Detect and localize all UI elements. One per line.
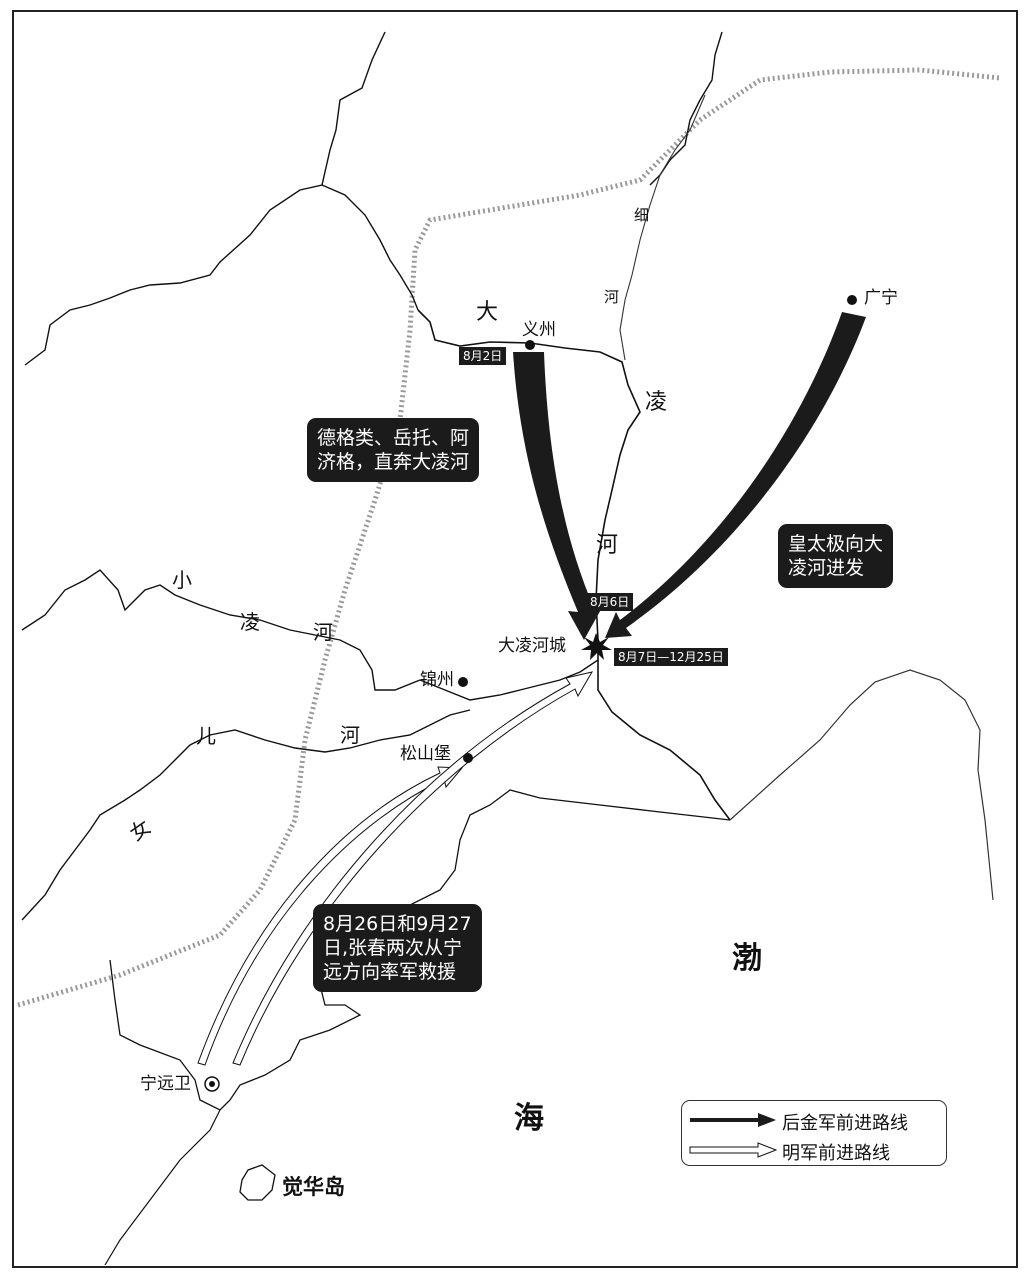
guangning-label: 广宁 <box>864 288 898 308</box>
note-degelei: 德格类、岳托、阿 济格，直奔大凌河 <box>307 418 480 482</box>
xiaoling-river <box>21 569 599 701</box>
xiaoling-river-label-2: 凌 <box>240 610 260 634</box>
ming-arrow-1 <box>197 766 464 1066</box>
songshanbao-label: 松山堡 <box>400 744 451 764</box>
note-huangtaiji-line2: 凌河进发 <box>788 557 865 579</box>
legend-ming-arrow-icon <box>689 1142 778 1158</box>
xiaoling-river-label-1: 小 <box>172 568 192 592</box>
sea-label-hai: 海 <box>514 1101 544 1136</box>
legend-jin-label: 后金军前进路线 <box>782 1113 908 1134</box>
xi-river <box>619 94 706 361</box>
ningyuanwei-marker <box>204 1076 220 1092</box>
legend-row-ming: 明军前进路线 <box>682 1135 946 1164</box>
nver-river <box>21 709 471 921</box>
coastline <box>729 669 994 901</box>
ningyuanwei-label: 宁远卫 <box>140 1074 191 1094</box>
date-tag-siege: 8月7日—12月25日 <box>614 648 728 666</box>
jin-arrow-guangning <box>605 312 866 638</box>
battle-burst-icon <box>581 633 612 660</box>
note-zhangchun-line1: 8月26日和9月27 <box>323 913 472 935</box>
note-huangtaiji-line1: 皇太极向大 <box>788 533 884 555</box>
nver-river-label-2: 儿 <box>196 724 216 748</box>
xiaoling-river-label-3: 河 <box>313 620 333 644</box>
jinzhou-dot <box>458 677 468 687</box>
date-tag-aug2: 8月2日 <box>459 347 507 365</box>
xi-river-label-2: 河 <box>604 288 620 306</box>
note-degelei-line1: 德格类、岳托、阿 <box>317 427 470 449</box>
legend-ming-label: 明军前进路线 <box>782 1143 890 1164</box>
date-tag-aug6: 8月6日 <box>586 593 634 611</box>
sea-label-bo: 渤 <box>732 941 762 976</box>
juehua-island <box>239 1164 276 1201</box>
yizhou-dot <box>525 340 535 350</box>
boundary-line <box>24 31 386 366</box>
daling-river-label-3: 河 <box>596 533 619 558</box>
daling-river-label-2: 凌 <box>645 390 668 415</box>
daling-river-label-1: 大 <box>476 300 499 325</box>
legend-row-jin: 后金军前进路线 <box>682 1105 946 1134</box>
guangning-dot <box>847 295 857 305</box>
yizhou-label: 义州 <box>522 320 556 340</box>
note-huangtaiji: 皇太极向大 凌河进发 <box>778 524 894 588</box>
legend: 后金军前进路线 明军前进路线 <box>681 1100 947 1166</box>
ming-arrow-2 <box>232 671 594 1066</box>
daling-river <box>417 309 731 821</box>
note-zhangchun-line2: 日,张春两次从宁 <box>323 937 463 959</box>
xi-river-label-1: 细 <box>634 206 650 224</box>
ningyuanwei-marker-inner <box>209 1081 215 1087</box>
nver-river-label-3: 河 <box>340 723 360 747</box>
note-zhangchun: 8月26日和9月27 日,张春两次从宁 远方向率军救援 <box>313 904 482 992</box>
boundary-line <box>649 31 723 186</box>
songshanbao-dot <box>463 753 473 763</box>
note-zhangchun-line3: 远方向率军救援 <box>323 961 457 983</box>
coastline <box>109 789 731 1111</box>
jin-arrow-yizhou <box>513 352 604 640</box>
juehuadao-label: 觉华岛 <box>282 1174 345 1199</box>
jinzhou-label: 锦州 <box>420 670 454 690</box>
coastline <box>104 1109 221 1266</box>
great-wall-line <box>17 67 1001 1008</box>
dalinghecheng-label: 大凌河城 <box>498 636 566 656</box>
boundary-line <box>321 184 419 311</box>
note-degelei-line2: 济格，直奔大凌河 <box>317 451 470 473</box>
legend-jin-arrow-icon <box>690 1113 776 1127</box>
